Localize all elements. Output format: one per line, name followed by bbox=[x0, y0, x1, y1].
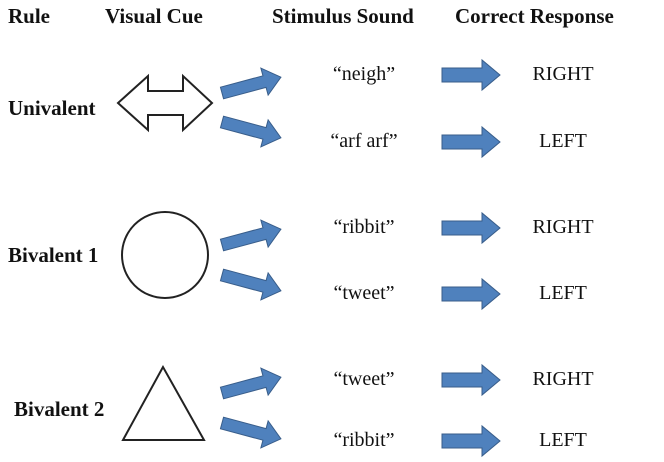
sound-bivalent-2-1: “tweet” bbox=[333, 368, 395, 390]
cue-arrow-univalent-up-icon bbox=[219, 67, 282, 100]
sound-univalent-1: “neigh” bbox=[332, 63, 396, 85]
rule-label-bivalent-1: Bivalent 1 bbox=[8, 243, 99, 267]
response-bivalent-2-2: LEFT bbox=[539, 429, 587, 451]
response-arrow-bivalent-2-1-icon bbox=[441, 363, 501, 397]
response-arrow-univalent-2-icon bbox=[441, 125, 501, 159]
response-univalent-1: RIGHT bbox=[532, 63, 594, 85]
response-bivalent-1-1: RIGHT bbox=[532, 216, 594, 238]
sound-bivalent-1-2: “tweet” bbox=[333, 282, 395, 304]
rule-label-univalent: Univalent bbox=[8, 96, 96, 120]
header-stimulus-sound: Stimulus Sound bbox=[272, 4, 414, 28]
response-bivalent-1-2: LEFT bbox=[539, 282, 587, 304]
response-univalent-2: LEFT bbox=[539, 130, 587, 152]
response-arrow-bivalent-2-2-icon bbox=[441, 424, 501, 458]
double-arrow-cue-icon bbox=[116, 73, 214, 133]
cue-arrow-bivalent-2-down-icon bbox=[219, 416, 282, 449]
cue-arrow-univalent-down-icon bbox=[219, 115, 282, 148]
triangle-cue-icon bbox=[121, 364, 206, 441]
cue-arrow-bivalent-1-up-icon bbox=[219, 219, 282, 252]
cue-arrow-bivalent-2-up-icon bbox=[219, 367, 282, 400]
response-arrow-bivalent-1-1-icon bbox=[441, 211, 501, 245]
response-arrow-univalent-1-icon bbox=[441, 58, 501, 92]
cue-arrow-bivalent-1-down-icon bbox=[219, 268, 282, 301]
response-bivalent-2-1: RIGHT bbox=[532, 368, 594, 390]
circle-cue-icon bbox=[121, 211, 209, 299]
response-arrow-bivalent-1-2-icon bbox=[441, 277, 501, 311]
sound-bivalent-1-1: “ribbit” bbox=[333, 216, 395, 238]
header-rule: Rule bbox=[8, 4, 50, 28]
sound-bivalent-2-2: “ribbit” bbox=[333, 429, 395, 451]
header-correct-response: Correct Response bbox=[455, 4, 614, 28]
header-visual-cue: Visual Cue bbox=[105, 4, 203, 28]
sound-univalent-2: “arf arf” bbox=[330, 130, 398, 152]
rule-label-bivalent-2: Bivalent 2 bbox=[14, 397, 105, 421]
